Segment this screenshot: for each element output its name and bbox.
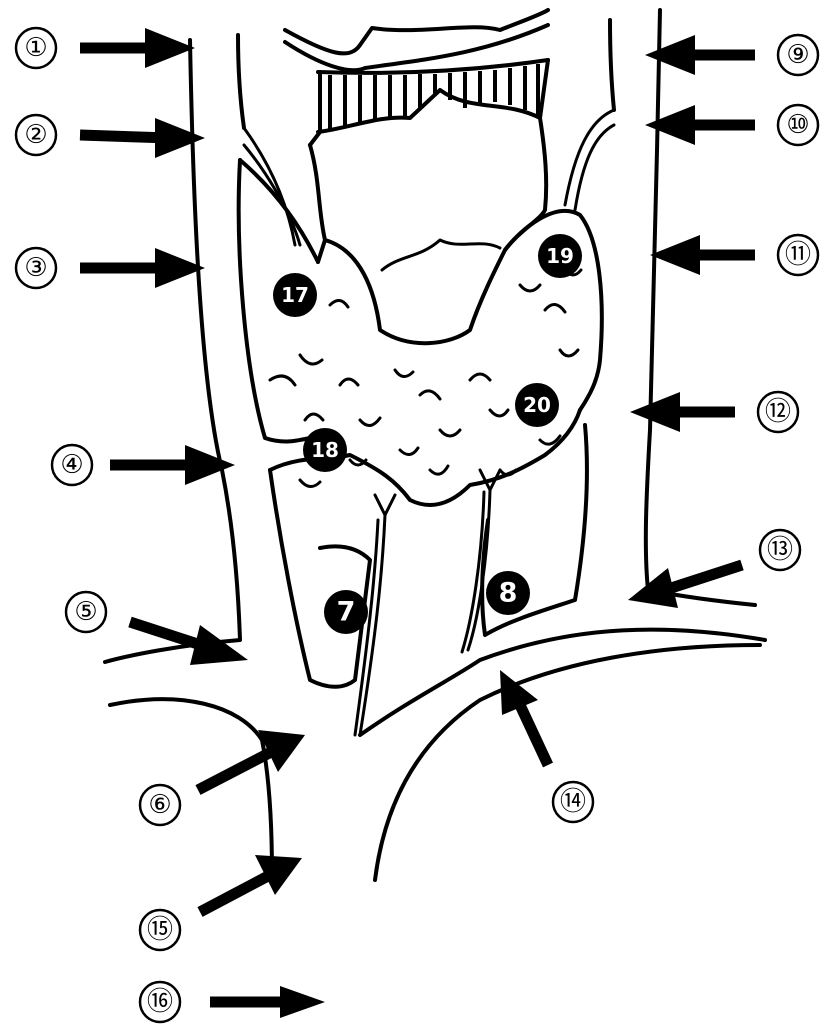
label-4-text: ④	[60, 450, 83, 480]
arrow-2	[80, 118, 205, 158]
marker-18: 18	[303, 428, 347, 472]
thyroid-gland	[239, 160, 602, 505]
marker-7-text: 7	[337, 597, 356, 628]
label-3-text: ③	[24, 253, 47, 283]
label-11: ⑪	[650, 235, 818, 275]
marker-20: 20	[515, 383, 559, 427]
label-5-text: ⑤	[74, 597, 97, 627]
label-2: ②	[16, 115, 205, 158]
arrow-14	[500, 670, 548, 765]
label-11-text: ⑪	[785, 240, 811, 270]
arrow-6	[198, 730, 305, 790]
label-4: ④	[52, 445, 235, 485]
label-6: ⑥	[140, 730, 305, 825]
label-10: ⑩	[645, 105, 818, 145]
arrow-9	[645, 35, 755, 75]
label-13-text: ⑬	[767, 535, 793, 565]
arrow-16	[210, 986, 325, 1018]
label-5: ⑤	[66, 592, 248, 665]
arrow-1	[80, 28, 195, 68]
marker-17: 17	[273, 273, 317, 317]
laryngeal-cartilage	[285, 10, 548, 132]
label-9: ⑨	[645, 35, 818, 75]
arrow-5	[130, 622, 248, 665]
right-vessel-outline	[610, 10, 755, 605]
arrow-10	[645, 105, 755, 145]
marker-18-text: 18	[311, 438, 339, 462]
inferior-thyroid-veins	[355, 470, 500, 735]
label-15-text: ⑮	[147, 915, 173, 945]
label-12: ⑫	[630, 392, 798, 432]
arrow-15	[200, 855, 302, 912]
arrow-11	[650, 235, 755, 275]
label-16-text: ⑯	[147, 987, 173, 1017]
label-14-text: ⑭	[560, 787, 586, 817]
label-16: ⑯	[140, 982, 325, 1022]
marker-20-text: 20	[523, 393, 551, 417]
label-2-text: ②	[24, 120, 47, 150]
marker-7: 7	[324, 590, 368, 634]
marker-19-text: 19	[546, 244, 574, 268]
great-vessels	[110, 630, 765, 880]
arrow-12	[630, 392, 735, 432]
arrow-3	[80, 248, 205, 288]
label-3: ③	[16, 248, 205, 288]
trachea-outline	[310, 118, 546, 343]
lower-left-lobe	[270, 470, 370, 687]
label-13: ⑬	[628, 530, 800, 608]
marker-8-text: 8	[499, 578, 518, 609]
label-12-text: ⑫	[765, 397, 791, 427]
marker-17-text: 17	[281, 283, 309, 307]
label-10-text: ⑩	[786, 110, 809, 140]
label-15: ⑮	[140, 855, 302, 950]
label-14: ⑭	[500, 670, 593, 822]
label-1: ①	[16, 28, 195, 68]
label-6-text: ⑥	[148, 790, 171, 820]
label-1-text: ①	[24, 33, 47, 63]
label-9-text: ⑨	[786, 40, 809, 70]
marker-8: 8	[486, 571, 530, 615]
marker-19: 19	[538, 234, 582, 278]
superior-thyroid-vessels	[244, 110, 614, 245]
